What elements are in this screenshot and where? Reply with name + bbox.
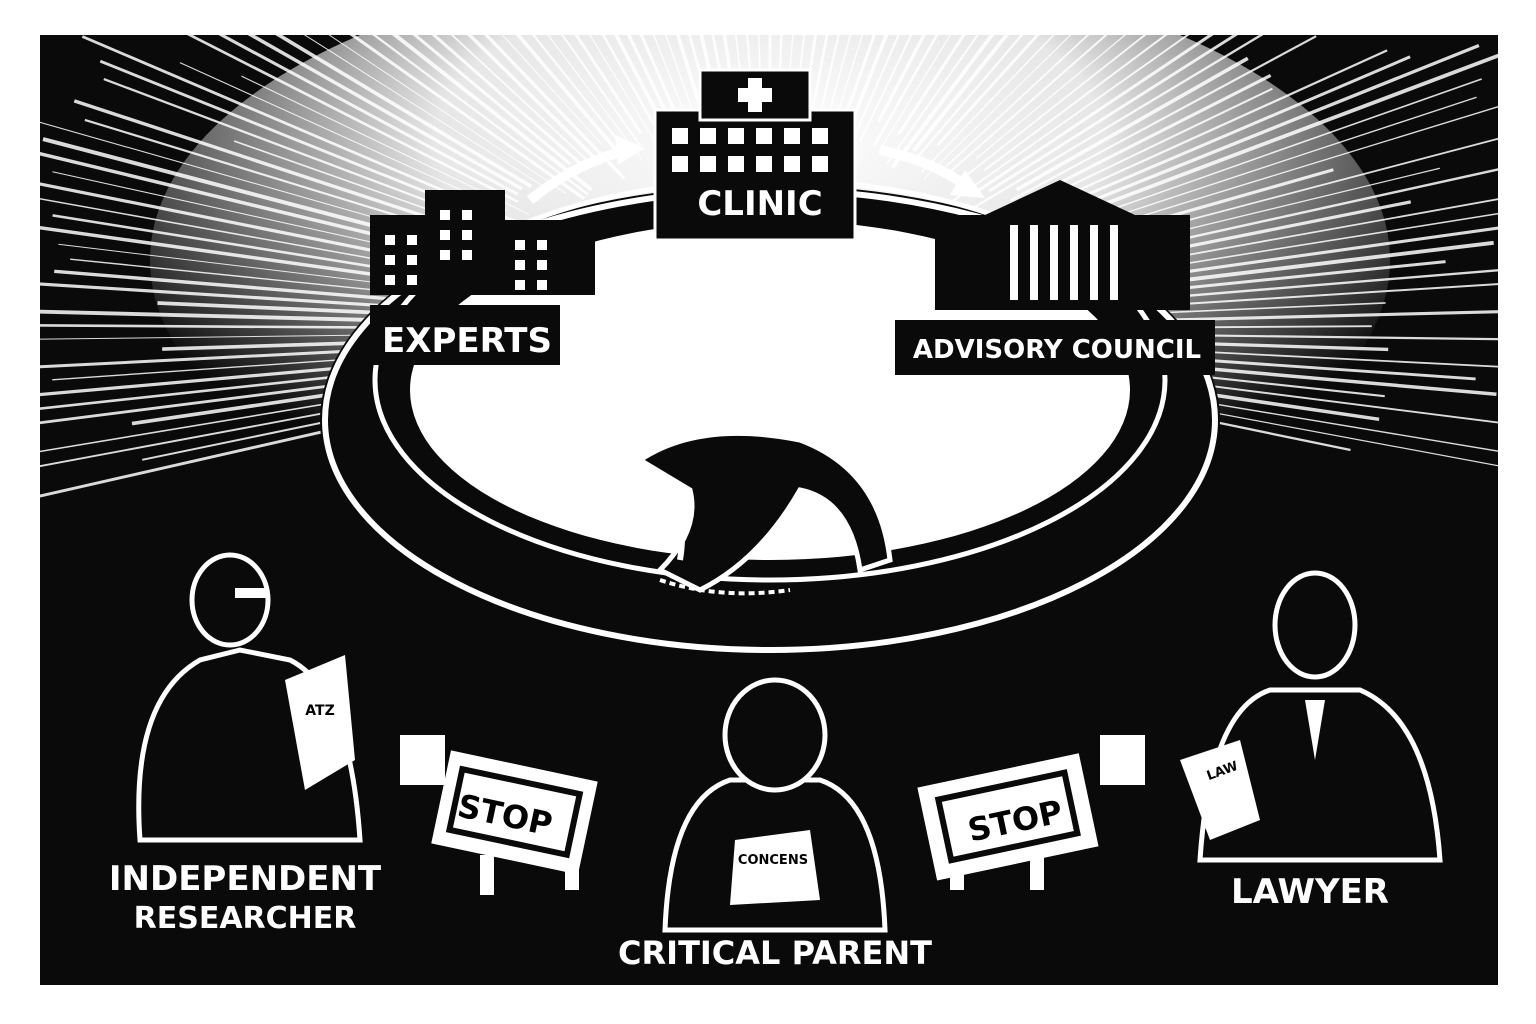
lawyer-label: LAWYER [1231, 872, 1389, 912]
svg-text:CONCENS: CONCENS [738, 853, 808, 868]
critical-parent-label: CRITICAL PARENT [618, 934, 932, 972]
svg-text:ATZ: ATZ [305, 703, 334, 719]
researcher-label-line2: RESEARCHER [134, 901, 357, 936]
researcher-label-line1: INDEPENDENT [109, 859, 382, 899]
advisory-council-label: ADVISORY COUNCIL [913, 335, 1201, 365]
concerns-paper: CONCENS [730, 830, 820, 905]
clinic-label: CLINIC [697, 184, 822, 224]
experts-label: EXPERTS [382, 321, 552, 361]
